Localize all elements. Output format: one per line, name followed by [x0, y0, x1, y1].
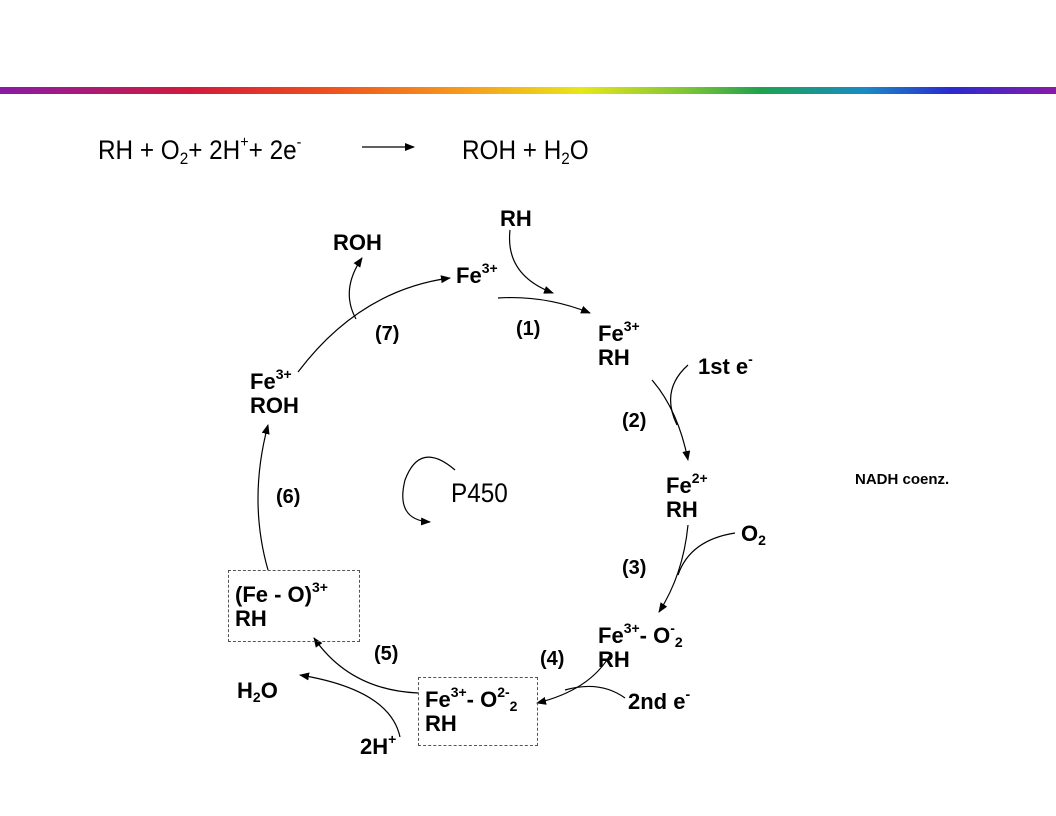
p450-label: P450 — [451, 478, 508, 508]
e2-label: 2nd e- — [628, 686, 691, 714]
roh-output-arrow — [348, 257, 363, 320]
state2-fe-label: Fe2+RH — [666, 470, 708, 522]
step-7-label: (7) — [375, 323, 400, 345]
rh-input-label: RH — [500, 206, 532, 231]
h-input-label: 2H+ — [360, 731, 397, 759]
state4-box — [418, 677, 538, 746]
arrow-step-2 — [651, 379, 691, 461]
e2-input-arrow — [564, 685, 626, 699]
h2o-label: H2O — [237, 678, 278, 705]
arrow-step-1 — [497, 297, 591, 314]
p450-swirl — [402, 456, 456, 526]
equation-reactants: RH + O2+ 2H++ 2e- — [98, 134, 302, 168]
state5-box — [228, 570, 360, 642]
rainbow-divider — [0, 87, 1056, 94]
e1-input-arrow — [670, 364, 689, 426]
roh-output-label: ROH — [333, 230, 382, 255]
state6-fe-label: Fe3+ROH — [250, 366, 299, 418]
step-5-label: (5) — [374, 643, 399, 665]
rh-input-arrow — [508, 229, 554, 294]
state1-fe-label: Fe3+RH — [598, 318, 640, 370]
step-6-label: (6) — [276, 486, 301, 508]
step-2-label: (2) — [622, 410, 647, 432]
o2-label: O2 — [741, 521, 766, 548]
h2o-output-arrow — [299, 672, 401, 738]
arrow-step-7 — [297, 275, 451, 373]
e1-label: 1st e- — [698, 351, 753, 379]
top-fe-label: Fe3+ — [456, 260, 498, 288]
arrow-step-4 — [536, 654, 611, 705]
arrow-step-5 — [313, 637, 419, 694]
step-3-label: (3) — [622, 557, 647, 579]
state5-feo-label: (Fe - O)3+RH — [235, 579, 328, 631]
step-4-label: (4) — [540, 648, 565, 670]
arrow-step-3 — [658, 524, 689, 613]
arrow-step-6 — [257, 424, 270, 571]
nadh-note: NADH coenz. — [855, 471, 950, 488]
equation-products: ROH + H2O — [462, 135, 589, 168]
o2-input-arrow — [677, 532, 736, 576]
step-1-label: (1) — [516, 318, 541, 340]
